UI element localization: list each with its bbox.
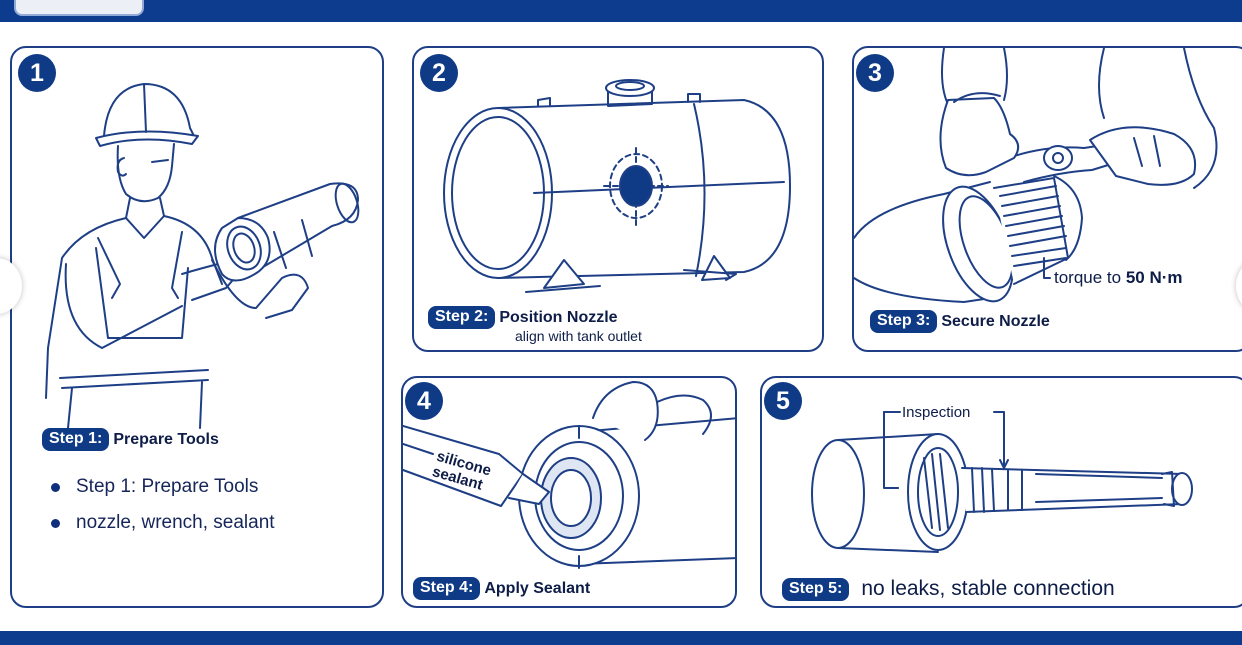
step-2-number: 2 (420, 54, 458, 92)
torque-prefix: torque to (1054, 268, 1126, 287)
step-4-badge: Step 4: (413, 577, 481, 600)
step-4-title: Apply Sealant (484, 579, 591, 597)
step-2-panel: 2 Step 2:Position Nozzle align with tank… (412, 46, 824, 352)
apply-sealant-illustration (403, 381, 735, 569)
step-5-title: no leaks, stable connection (861, 577, 1115, 600)
step-2-caption: Step 2:Position Nozzle (428, 306, 618, 329)
wrench-tightening-illustration (854, 48, 1218, 303)
bottom-banner (0, 631, 1242, 645)
top-banner (0, 0, 1242, 22)
step-3-torque-note: torque to 50 N·m (1054, 268, 1183, 288)
step-2-title: Position Nozzle (499, 308, 618, 326)
chevron-right-icon[interactable] (1236, 258, 1242, 314)
step-5-badge: Step 5: (782, 577, 850, 601)
top-tab[interactable] (14, 0, 144, 16)
step-3-number: 3 (856, 54, 894, 92)
step-3-panel: 3 torque to 50 N·m Step 3:Secure Nozzle (852, 46, 1242, 352)
tank-illustration (443, 79, 791, 293)
step-2-subtitle: align with tank outlet (515, 328, 642, 344)
step-1-title: Prepare Tools (113, 430, 219, 448)
step-1-number: 1 (18, 54, 56, 92)
inspection-illustration (811, 411, 1193, 553)
step-1-badge: Step 1: (42, 428, 110, 451)
step-3-badge: Step 3: (870, 310, 938, 333)
step-5-number: 5 (764, 382, 802, 420)
step-3-caption: Step 3:Secure Nozzle (870, 310, 1050, 333)
step-3-title: Secure Nozzle (941, 312, 1050, 330)
step-1-panel: 1 Step 1:Prepare Tools Step 1: Prepare T… (10, 46, 384, 608)
bullet-item: Step 1: Prepare Tools (42, 472, 275, 508)
step-4-caption: Step 4:Apply Sealant (413, 577, 590, 600)
worker-with-nozzle-illustration (45, 83, 360, 429)
step-5-panel: 5 Inspection Step 5: no leaks, stable con… (760, 376, 1242, 608)
torque-value: 50 N·m (1125, 268, 1183, 287)
step-5-caption: Step 5: no leaks, stable connection (782, 577, 1115, 601)
step-1-bullet-list: Step 1: Prepare Tools nozzle, wrench, se… (42, 472, 275, 544)
bullet-item: nozzle, wrench, sealant (42, 508, 275, 544)
inspection-callout: Inspection (902, 404, 971, 421)
step-4-number: 4 (405, 382, 443, 420)
step-2-badge: Step 2: (428, 306, 496, 329)
chevron-left-icon[interactable] (0, 258, 22, 314)
step-1-caption: Step 1:Prepare Tools (42, 428, 219, 451)
step-4-panel: 4 silicone sealant Step 4:Apply Sealant (401, 376, 737, 608)
